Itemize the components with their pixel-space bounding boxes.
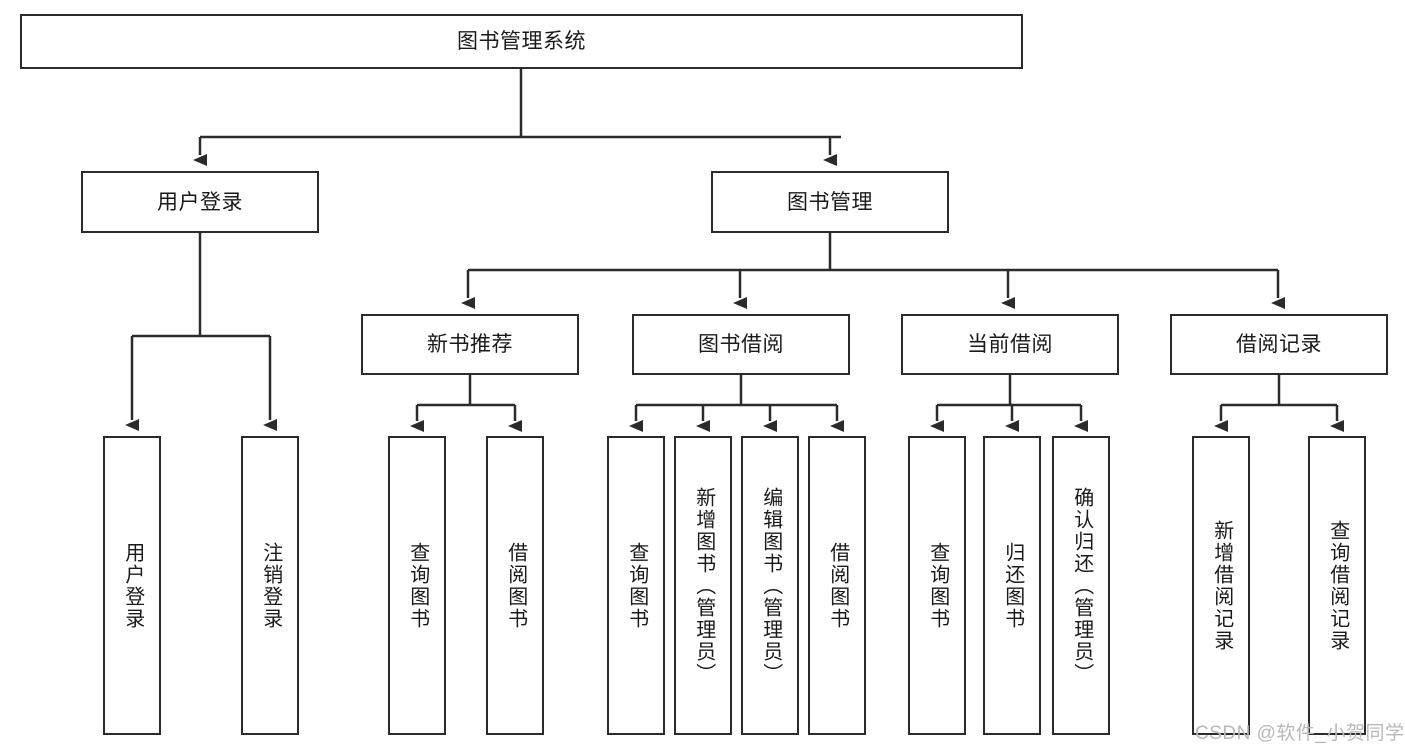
node-root[interactable]: 图书管理系统 (20, 14, 1023, 69)
leaf-borrow-book-recommend-label: 借阅图书 (504, 541, 527, 630)
leaf-query-book-recommend-label: 查询图书 (406, 541, 429, 630)
node-borrow-record-label: 借阅记录 (1236, 333, 1322, 356)
node-root-label: 图书管理系统 (457, 30, 586, 53)
leaf-add-borrow-record[interactable]: 新增借阅记录 (1192, 436, 1250, 735)
leaf-borrow-book-label: 借阅图书 (826, 541, 849, 630)
leaf-user-logout-label: 注销登录 (259, 541, 282, 630)
node-book-borrow[interactable]: 图书借阅 (632, 314, 850, 375)
leaf-query-book-current[interactable]: 查询图书 (908, 436, 966, 735)
leaf-confirm-return-label: 确认归还（管理员） (1070, 486, 1093, 685)
leaf-user-logout[interactable]: 注销登录 (241, 436, 299, 735)
node-book-manage-label: 图书管理 (787, 190, 873, 214)
leaf-add-book[interactable]: 新增图书（管理员） (674, 436, 732, 735)
leaf-borrow-book-recommend[interactable]: 借阅图书 (486, 436, 544, 735)
leaf-return-book[interactable]: 归还图书 (983, 436, 1041, 735)
leaf-user-login[interactable]: 用户登录 (103, 436, 161, 735)
leaf-edit-book[interactable]: 编辑图书（管理员） (741, 436, 799, 735)
leaf-query-borrow-record-label: 查询借阅记录 (1326, 519, 1349, 652)
node-book-manage[interactable]: 图书管理 (711, 171, 949, 233)
node-borrow-record[interactable]: 借阅记录 (1170, 314, 1388, 375)
leaf-query-book-borrow[interactable]: 查询图书 (607, 436, 665, 735)
csdn-watermark: CSDN @软件_小贺同学 (1195, 723, 1405, 744)
leaf-add-borrow-record-label: 新增借阅记录 (1210, 519, 1233, 652)
node-user-login[interactable]: 用户登录 (81, 171, 319, 233)
leaf-query-book-recommend[interactable]: 查询图书 (388, 436, 446, 735)
leaf-query-book-current-label: 查询图书 (926, 541, 949, 630)
node-current-borrow[interactable]: 当前借阅 (901, 314, 1119, 375)
node-current-borrow-label: 当前借阅 (967, 333, 1053, 356)
leaf-user-login-label: 用户登录 (121, 541, 144, 630)
leaf-borrow-book[interactable]: 借阅图书 (808, 436, 866, 735)
node-new-book-recommend[interactable]: 新书推荐 (361, 314, 579, 375)
node-user-login-label: 用户登录 (157, 190, 243, 214)
node-book-borrow-label: 图书借阅 (698, 333, 784, 356)
leaf-query-book-borrow-label: 查询图书 (625, 541, 648, 630)
node-new-book-recommend-label: 新书推荐 (427, 333, 513, 356)
leaf-return-book-label: 归还图书 (1001, 541, 1024, 630)
leaf-confirm-return[interactable]: 确认归还（管理员） (1052, 436, 1110, 735)
leaf-add-book-label: 新增图书（管理员） (692, 486, 715, 685)
leaf-edit-book-label: 编辑图书（管理员） (759, 486, 782, 685)
leaf-query-borrow-record[interactable]: 查询借阅记录 (1308, 436, 1366, 735)
